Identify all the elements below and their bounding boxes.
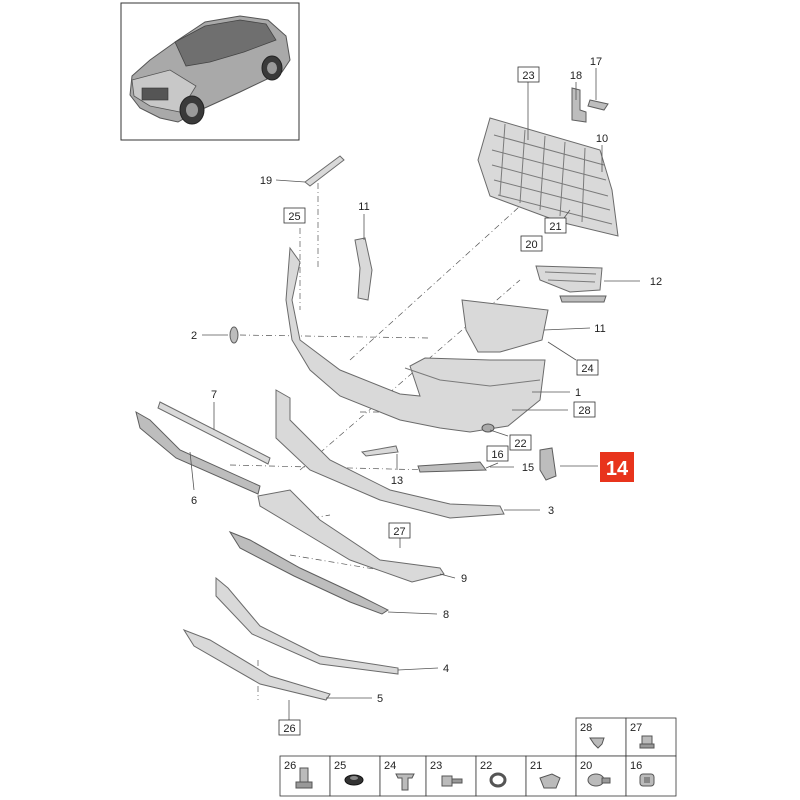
legend-label-25: 25 (334, 760, 346, 772)
legend-label-27: 27 (630, 722, 642, 734)
callout-16: 16 (491, 449, 503, 461)
legend-label-22: 22 (480, 760, 492, 772)
callout-17: 17 (590, 56, 602, 68)
callout-10: 10 (596, 133, 608, 145)
trim-strip-5 (182, 628, 331, 701)
legend-label-23: 23 (430, 760, 442, 772)
callout-25: 25 (288, 211, 300, 223)
callout-1: 1 (575, 387, 581, 399)
lip-4 (215, 576, 399, 675)
fastener-icon-16 (639, 773, 655, 787)
highlight-label: 14 (606, 458, 629, 480)
trim-13 (360, 445, 399, 457)
clip-17 (587, 99, 609, 111)
bracket-9 (257, 489, 445, 583)
callout-28: 28 (578, 405, 590, 417)
grille-insert-12 (535, 265, 607, 303)
callout-3: 3 (548, 505, 554, 517)
legend-label-28: 28 (580, 722, 592, 734)
assembly-lines (229, 183, 541, 700)
legend-label-24: 24 (384, 760, 396, 772)
callout-13: 13 (391, 475, 403, 487)
callouts: 23 18 17 10 19 25 11 21 20 12 2 11 24 1 … (191, 56, 662, 736)
bracket-11-lower (461, 299, 549, 353)
callout-9: 9 (461, 573, 467, 585)
callout-6: 6 (191, 495, 197, 507)
fastener-icon-27 (639, 735, 655, 749)
callout-22: 22 (514, 438, 526, 450)
fastener-icon-22 (489, 772, 507, 788)
callout-12: 12 (650, 276, 662, 288)
bracket-11-upper (354, 237, 373, 301)
callout-19: 19 (260, 175, 272, 187)
trim-strip-7 (157, 401, 271, 465)
callout-24: 24 (581, 363, 593, 375)
callout-11-upper: 11 (358, 201, 369, 213)
callout-23: 23 (522, 70, 534, 82)
fastener-icon-20 (587, 773, 611, 787)
callout-27: 27 (393, 526, 405, 538)
callout-5: 5 (377, 693, 383, 705)
callout-20: 20 (525, 239, 537, 251)
emblem-2 (229, 326, 239, 344)
trim-14 (539, 447, 557, 481)
callout-21: 21 (549, 221, 561, 233)
suv-illustration (129, 15, 291, 125)
fastener-legend: 28 27 26 25 24 23 22 21 20 16 (279, 717, 677, 797)
fastener-icon-24 (395, 773, 415, 791)
callout-18: 18 (570, 70, 582, 82)
callout-8: 8 (443, 609, 449, 621)
sensor-bracket-18 (571, 87, 587, 123)
callout-15: 15 (522, 462, 534, 474)
legend-label-26: 26 (284, 760, 296, 772)
callout-7: 7 (211, 389, 217, 401)
callout-2: 2 (191, 330, 197, 342)
callout-26: 26 (283, 723, 295, 735)
callout-4: 4 (443, 663, 449, 675)
vehicle-overview-inset (120, 2, 300, 141)
fastener-icon-26 (295, 767, 313, 789)
legend-label-21: 21 (530, 760, 542, 772)
legend-label-20: 20 (580, 760, 592, 772)
callout-11-lower: 11 (594, 323, 605, 335)
fastener-icon-23 (441, 775, 463, 787)
spoiler-3 (275, 389, 505, 519)
fastener-icon-25 (344, 774, 364, 786)
trim-strip-8 (228, 530, 389, 615)
legend-label-16: 16 (630, 760, 642, 772)
highlight-callout-14: 14 (600, 452, 634, 482)
trim-15 (417, 461, 487, 473)
trim-strip-19 (304, 155, 345, 187)
trim-strip-6 (135, 410, 261, 495)
fastener-icon-28 (589, 737, 605, 749)
fastener-icon-21 (539, 773, 561, 789)
